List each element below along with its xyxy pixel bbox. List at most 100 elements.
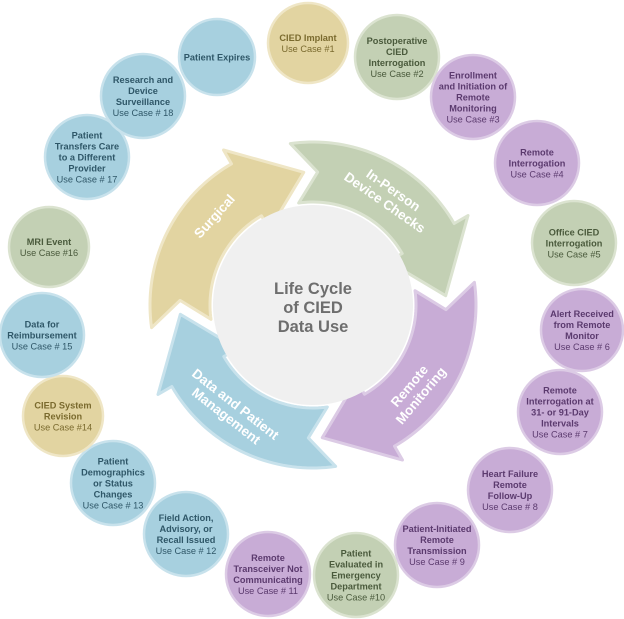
bubble-title-line: Interrogation [509, 159, 566, 169]
bubble-title-line: Enrollment [449, 71, 497, 81]
bubble-title-line: Patient Expires [184, 53, 250, 63]
bubble-circle [43, 113, 131, 201]
bubble-circle [266, 1, 350, 85]
bubble-title-line: Patient [341, 549, 372, 559]
bubble-title-line: Changes [94, 490, 133, 500]
bubble-use-case-number: Use Case # 12 [156, 546, 217, 556]
bubble-title-line: Monitoring [449, 104, 496, 114]
bubble-title-line: Patient [72, 131, 103, 141]
bubble-title-line: CIED Implant [279, 33, 336, 43]
arrow-surgical: Surgical [148, 148, 306, 330]
bubble-title-line: Monitor [565, 331, 599, 341]
bubble-use-case-number: Use Case # 11 [238, 586, 298, 596]
bubble-title-line: Recall Issued [157, 535, 216, 545]
bubble-circle [312, 531, 400, 619]
bubble-title-line: CIED System [34, 401, 91, 411]
bubble-title-line: Transfers Care [55, 142, 119, 152]
bubble-title-line: Intervals [541, 419, 579, 429]
bubble-title-line: Patient-Initiated [403, 524, 472, 534]
bubble-title-line: from Remote [554, 320, 611, 330]
bubble-use-case-number: Use Case #3 [446, 115, 499, 125]
bubble-title-line: Emergency [331, 571, 381, 581]
arrow-shape-data [156, 312, 338, 470]
bubble-title-line: and Initiation of [439, 82, 508, 92]
bubble-circle [516, 368, 604, 456]
bubble-title-line: Research and [113, 75, 173, 85]
bubble-circle [224, 530, 312, 618]
bubble-title-line: Remote [456, 93, 490, 103]
bubble-circle [177, 17, 257, 97]
bubble-use-case-number: Use Case #10 [327, 593, 385, 603]
bubble-circle [530, 199, 618, 287]
bubble-use-case-number: Use Case # 15 [12, 342, 73, 352]
bubble-circle [0, 291, 86, 379]
bubble-circle [21, 374, 105, 458]
use-case-bubble: Patient Expires [177, 17, 257, 97]
bubble-title-line: Transceiver Not [234, 564, 303, 574]
bubble-use-case-number: Use Case #14 [34, 423, 92, 433]
bubble-title-line: Surveillance [116, 97, 170, 107]
bubble-title-line: Transmission [407, 546, 467, 556]
bubble-title-line: Interrogation [546, 239, 603, 249]
bubble-title-line: to a Different [59, 153, 116, 163]
bubble-use-case-number: Use Case #5 [547, 250, 600, 260]
bubble-title-line: Data for [25, 320, 60, 330]
center-title-line-1: Life Cycle [274, 280, 352, 298]
center-hub: Life Cycle of CIED Data Use [213, 205, 413, 405]
bubble-use-case-number: Use Case #4 [510, 170, 563, 180]
bubble-title-line: 31- or 91-Day [531, 408, 590, 418]
bubble-use-case-number: Use Case # 8 [482, 502, 538, 512]
bubble-use-case-number: Use Case # 17 [57, 175, 118, 185]
bubble-use-case-number: Use Case #2 [370, 69, 423, 79]
center-circle [213, 205, 413, 405]
bubble-circle [466, 446, 554, 534]
bubble-circle [429, 53, 517, 141]
bubble-title-line: Postoperative [367, 36, 428, 46]
bubble-title-line: Heart Failure [482, 469, 538, 479]
bubble-circle [7, 205, 91, 289]
bubble-title-line: Remote [251, 553, 285, 563]
bubble-use-case-number: Use Case # 9 [409, 557, 465, 567]
bubble-title-line: Interrogation at [526, 397, 593, 407]
center-title-line-3: Data Use [278, 318, 349, 336]
bubble-circle [142, 490, 230, 578]
bubble-title-line: Patient [98, 457, 129, 467]
bubble-circle [393, 501, 481, 589]
bubble-circle [99, 52, 187, 140]
bubble-use-case-number: Use Case # 18 [113, 108, 174, 118]
bubble-circle [493, 119, 581, 207]
center-title-line-2: of CIED [283, 299, 343, 317]
bubble-title-line: Revision [44, 412, 83, 422]
bubble-circle [353, 13, 441, 101]
bubble-use-case-number: Use Case #1 [281, 44, 334, 54]
bubble-use-case-number: Use Case #16 [20, 248, 78, 258]
bubble-title-line: Department [330, 582, 381, 592]
bubble-circle [69, 439, 157, 527]
bubble-use-case-number: Use Case # 7 [532, 430, 588, 440]
bubble-title-line: Device [128, 86, 158, 96]
bubble-title-line: Evaluated in [329, 560, 384, 570]
bubble-use-case-number: Use Case # 6 [554, 342, 610, 352]
arrow-shape-inperson [288, 140, 470, 298]
bubble-title-line: Remote [420, 535, 454, 545]
